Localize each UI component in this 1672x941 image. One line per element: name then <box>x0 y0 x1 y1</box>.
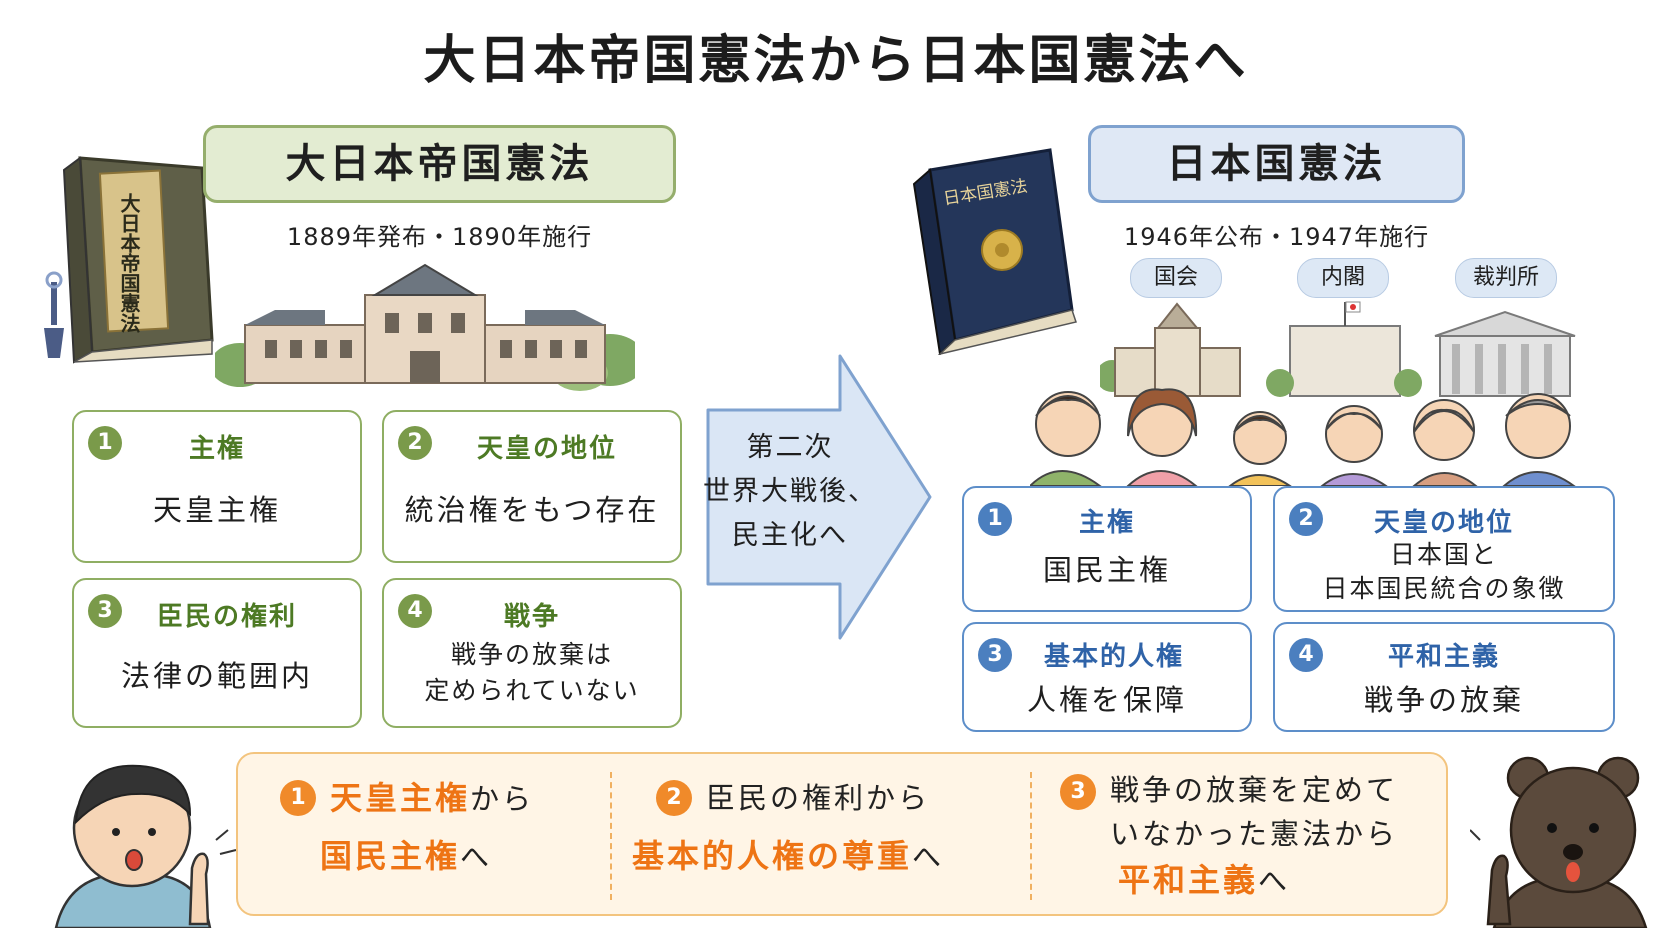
card-body: 統治権をもつ存在 <box>404 493 660 527</box>
card-number: 1 <box>88 426 122 460</box>
card-number: 4 <box>1289 638 1323 672</box>
new-card-emperor-status: 2 天皇の地位 日本国と 日本国民統合の象徴 <box>1273 486 1615 612</box>
old-constitution-dates: 1889年発布・1890年施行 <box>286 223 593 251</box>
transition-line1: 第二次 <box>746 432 834 463</box>
old-card-war: 4 戦争 戦争の放棄は 定められていない <box>382 578 682 728</box>
card-body-line1: 戦争の放棄は <box>450 640 613 669</box>
old-card-emperor-status: 2 天皇の地位 統治権をもつ存在 <box>382 410 682 563</box>
old-card-subject-rights: 3 臣民の権利 法律の範囲内 <box>72 578 362 728</box>
summary-item-1: 1 天皇主権から 国民主権へ <box>238 754 610 914</box>
card-body-line2: 定められていない <box>424 676 640 705</box>
boy-character-icon <box>54 764 237 928</box>
card-number: 3 <box>88 594 122 628</box>
bear-character-icon <box>1470 756 1648 928</box>
summary-text: いなかった憲法から <box>1110 817 1399 851</box>
card-body: 法律の範囲内 <box>120 659 313 693</box>
summary-number: 3 <box>1060 774 1096 810</box>
government-buildings-icon <box>1100 301 1576 397</box>
summary-highlight: 基本的人権の尊重 <box>632 837 913 875</box>
summary-item-3: 3 戦争の放棄を定めて いなかった憲法から 平和主義へ <box>1032 754 1446 914</box>
branch-pill-court: 裁判所 <box>1455 258 1557 298</box>
summary-number: 2 <box>656 780 692 816</box>
summary-number: 1 <box>280 780 316 816</box>
transition-arrow-icon <box>706 354 932 640</box>
new-card-sovereignty: 1 主権 国民主権 <box>962 486 1252 612</box>
card-body-line1: 日本国と <box>1389 540 1498 569</box>
new-constitution-book-icon <box>912 148 1077 355</box>
new-constitution-dates: 1946年公布・1947年施行 <box>1123 223 1430 251</box>
transition-line2: 世界大戦後、 <box>703 476 877 507</box>
card-number: 2 <box>398 426 432 460</box>
transition-line3: 民主化へ <box>732 520 848 551</box>
branch-pill-cabinet: 内閣 <box>1297 258 1389 298</box>
old-constitution-heading: 大日本帝国憲法 <box>203 125 676 203</box>
card-number: 4 <box>398 594 432 628</box>
card-heading: 天皇の地位 <box>476 434 617 464</box>
new-constitution-heading: 日本国憲法 <box>1088 125 1465 203</box>
card-number: 2 <box>1289 502 1323 536</box>
branch-pill-diet: 国会 <box>1130 258 1222 298</box>
card-body: 戦争の放棄 <box>1363 683 1524 717</box>
summary-panel: 1 天皇主権から 国民主権へ 2 臣民の権利から 基本的人権の尊重へ 3 戦争の… <box>236 752 1448 916</box>
page-title: 大日本帝国憲法から日本国憲法へ <box>423 31 1249 91</box>
card-body: 天皇主権 <box>152 493 281 527</box>
summary-item-2: 2 臣民の権利から 基本的人権の尊重へ <box>612 754 1030 914</box>
new-card-pacifism: 4 平和主義 戦争の放棄 <box>1273 622 1615 732</box>
card-body: 国民主権 <box>1042 553 1171 587</box>
summary-text: 臣民の権利から <box>706 781 931 815</box>
card-heading: 平和主義 <box>1387 642 1500 672</box>
summary-highlight: 天皇主権 <box>330 779 471 817</box>
summary-text: 戦争の放棄を定めて <box>1110 773 1399 807</box>
summary-divider <box>610 772 612 900</box>
imperial-diet-building-icon <box>215 263 635 391</box>
card-heading: 戦争 <box>503 602 560 632</box>
card-number: 1 <box>978 502 1012 536</box>
card-heading: 臣民の権利 <box>156 602 297 632</box>
old-constitution-book-icon <box>44 156 214 364</box>
old-card-sovereignty: 1 主権 天皇主権 <box>72 410 362 563</box>
card-body-line2: 日本国民統合の象徴 <box>1322 574 1566 603</box>
card-heading: 主権 <box>1078 508 1135 538</box>
summary-text: へ <box>1258 864 1291 898</box>
card-heading: 主権 <box>188 434 245 464</box>
summary-highlight: 国民主権 <box>320 837 461 875</box>
old-book-title: 大日本帝国憲法 <box>117 193 141 333</box>
summary-highlight: 平和主義 <box>1118 861 1259 899</box>
new-card-human-rights: 3 基本的人権 人権を保障 <box>962 622 1252 732</box>
card-heading: 天皇の地位 <box>1373 508 1514 538</box>
summary-text: から <box>470 782 535 816</box>
card-number: 3 <box>978 638 1012 672</box>
card-heading: 基本的人権 <box>1043 642 1184 672</box>
citizens-group-icon <box>1030 388 1576 486</box>
summary-text: へ <box>912 840 945 874</box>
summary-divider <box>1030 772 1032 900</box>
transition-text: 第二次 世界大戦後、 民主化へ <box>700 426 880 558</box>
summary-text: へ <box>460 840 493 874</box>
card-body: 人権を保障 <box>1026 683 1187 717</box>
